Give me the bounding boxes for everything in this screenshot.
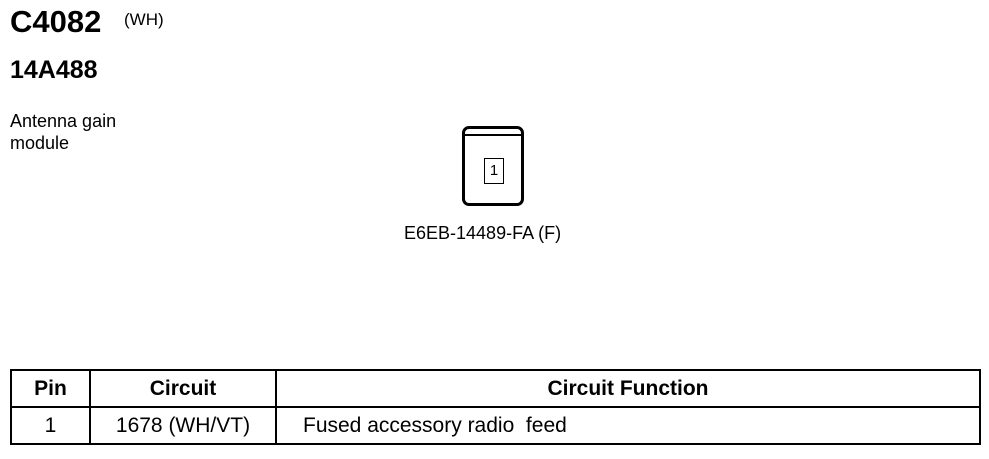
column-header-function: Circuit Function [275,369,981,408]
circuit-cell: 1678 (WH/VT) [89,406,277,445]
connector-latch-line [465,134,521,136]
table-row: 1 1678 (WH/VT) Fused accessory radio fee… [10,406,981,445]
circuit-function-cell: Fused accessory radio feed [275,406,981,445]
column-header-circuit: Circuit [89,369,277,408]
pin-cavity: 1 [484,158,504,184]
part-number: 14A488 [10,56,98,84]
pin-table-header-row: Pin Circuit Circuit Function [10,369,981,408]
connector-model-number: E6EB-14489-FA (F) [404,223,562,243]
pin-table: Pin Circuit Circuit Function 1 1678 (WH/… [10,369,981,445]
connector-face-diagram: 1 [462,126,524,206]
column-header-pin: Pin [10,369,91,408]
connector-id: C4082 [10,4,102,39]
pin-cell: 1 [10,406,91,445]
connector-color: (WH) [124,10,164,29]
component-description: Antenna gain module [10,111,117,153]
